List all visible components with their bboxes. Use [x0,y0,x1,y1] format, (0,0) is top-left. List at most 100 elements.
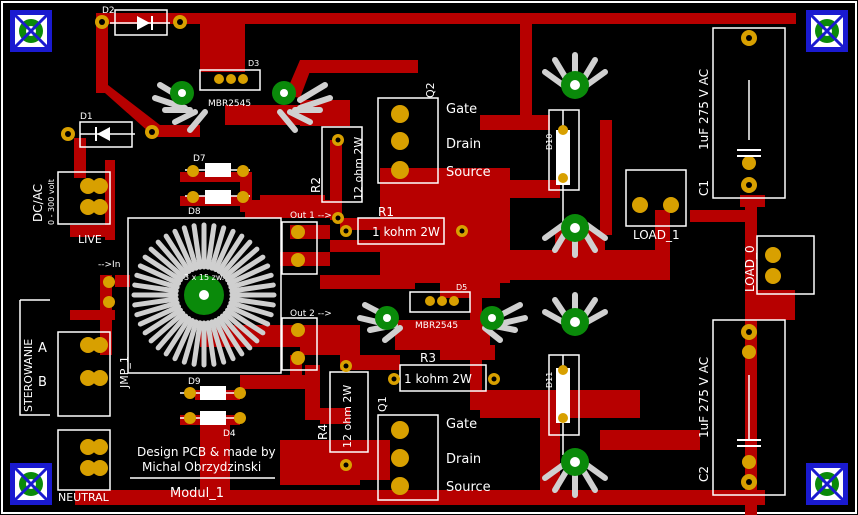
toroid-winding [222,246,260,280]
q1-source-label: Source [446,480,491,495]
heatsinks [152,52,608,498]
r2-label: R2 [309,177,323,193]
toroid-winding [209,319,227,365]
trace-bottom-rail [75,490,765,505]
trace [96,85,160,133]
trace [115,275,130,287]
bridge-bottom-body [409,291,471,313]
q2-drain-label: Drain [446,137,481,152]
r4-label: R4 [316,424,330,440]
c2-value: 1uF 275 V AC [697,357,711,438]
toroid-winding [205,320,217,367]
toroid-winding [229,296,276,308]
trace [690,210,750,222]
q2-label: Q2 [424,82,437,98]
q2-source-label: Source [446,165,491,180]
trace [200,24,245,72]
toroid-winding [132,296,179,308]
mount-hole-bottom-left [10,463,52,505]
d9-label: D9 [188,377,201,387]
diode-symbols [95,16,570,425]
d1-label: D1 [80,112,93,122]
toroid-winding [213,228,236,273]
bridge-top-label: MBR2545 [208,99,251,109]
silk-text: D2 D1 D3 MBR2545 D5 MBR2545 D7 D8 D9 D4 … [22,6,757,504]
r4-value: 12 ohm 2W [341,385,354,448]
toroid-winding [225,307,266,336]
trace [240,375,320,389]
trace [320,408,350,424]
toroid-winding [142,254,183,283]
toroid-winding [163,233,192,274]
toroid-winding [163,316,192,357]
trace [745,290,795,320]
trace [505,250,670,280]
trace [600,120,612,235]
trace [655,210,670,280]
toroid-winding [191,223,203,270]
out2-outline [281,317,318,371]
r4-body [329,371,369,453]
toroid-winding [225,254,266,283]
r1-label: R1 [378,205,394,219]
toroid-winding [228,272,274,290]
d8-label: D8 [188,207,201,217]
toroid-winding [142,307,183,336]
q1-body [377,414,439,501]
toroid-winding [191,320,203,367]
out1-label: Out 1 --> [290,211,332,221]
toroid-winding [228,300,274,318]
q1-gate-label: Gate [446,417,477,432]
trace [320,275,415,289]
c1-value: 1uF 275 V AC [697,69,711,150]
ctrl-b-label: B [38,375,47,390]
pads [61,15,781,495]
r1-value: 1 kohm 2W [372,225,440,239]
trace [150,125,200,137]
c2-body [712,319,786,496]
toroid-winding [132,282,179,294]
toroid-winding [137,304,182,327]
trace [600,430,700,450]
q1-drain-label: Drain [446,452,481,467]
toroid-coil [131,222,277,368]
c1-label: C1 [697,180,711,196]
toroid-winding [181,225,199,271]
control-connector-outline [57,331,111,417]
r3-value: 1 kohm 2W [404,372,472,386]
mounting-holes [10,10,848,505]
trace [305,365,320,420]
out2-label: Out 2 --> [290,309,332,319]
trace [280,252,330,266]
load1-connector [625,169,687,227]
toroid-winding [219,313,253,351]
trace [74,138,86,178]
r2-value: 12 ohm 2W [352,137,365,200]
c1-body [712,27,786,199]
toroid-winding [216,233,245,274]
capacitor-symbols [737,149,761,447]
d2-label: D2 [102,6,115,16]
load0-label: LOAD_0 [743,245,757,292]
toroid-winding [172,228,195,273]
bridge-bottom-label: MBR2545 [415,321,458,331]
toroid-winding [219,239,253,277]
mount-hole-top-right [806,10,848,52]
r1-body [357,217,445,245]
q2-gate-label: Gate [446,102,477,117]
in-label: -->In [98,260,120,270]
d11-body [548,354,580,436]
bridge-top-body [199,69,261,91]
c2-label: C2 [697,466,711,482]
load1-label: LOAD_1 [633,228,680,242]
live-label: LIVE [78,233,102,246]
input-connector-outline [57,171,111,225]
trace [340,355,400,370]
credit-line2: Michal Obrzydzinski [142,460,261,474]
trace-top-rail [96,13,796,24]
trace [330,240,385,252]
d3-label: D3 [248,59,259,68]
input-label-line1: DC/AC [31,184,45,222]
